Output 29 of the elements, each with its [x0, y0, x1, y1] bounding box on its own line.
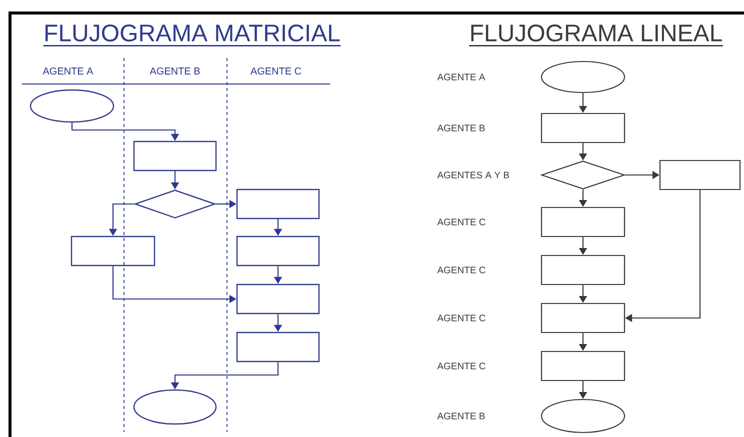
terminal-ellipse: [30, 89, 114, 123]
agent-label: AGENTES A Y B: [437, 172, 510, 178]
agent-label: AGENTE C: [437, 314, 486, 322]
process-box: [236, 332, 320, 362]
process-box: [70, 236, 156, 266]
title: FLUJOGRAMA MATRICIAL: [43, 24, 341, 46]
agent-label: AGENTE C: [437, 266, 486, 274]
title: FLUJOGRAMA LINEAL: [469, 24, 723, 46]
agent-label: AGENTE B: [437, 124, 485, 132]
agent-label: AGENTE B: [437, 412, 485, 420]
process-box: [540, 350, 626, 382]
process-box: [659, 160, 741, 190]
terminal-ellipse: [540, 398, 626, 434]
process-box: [540, 254, 626, 286]
process-box: [540, 112, 626, 144]
process-box: [236, 188, 320, 220]
lane-header: AGENTE B: [150, 67, 200, 75]
terminal-ellipse: [540, 60, 626, 94]
process-box: [236, 284, 320, 314]
process-box: [236, 236, 320, 266]
lane-header: AGENTE A: [42, 67, 94, 75]
lane-header: AGENTE C: [250, 67, 302, 75]
agent-label: AGENTE C: [437, 362, 486, 370]
agent-label: AGENTE C: [437, 218, 486, 226]
process-box: [133, 140, 217, 172]
agent-label: AGENTE A: [437, 74, 486, 80]
process-box: [540, 302, 626, 334]
terminal-ellipse: [133, 389, 217, 425]
process-box: [540, 206, 626, 238]
